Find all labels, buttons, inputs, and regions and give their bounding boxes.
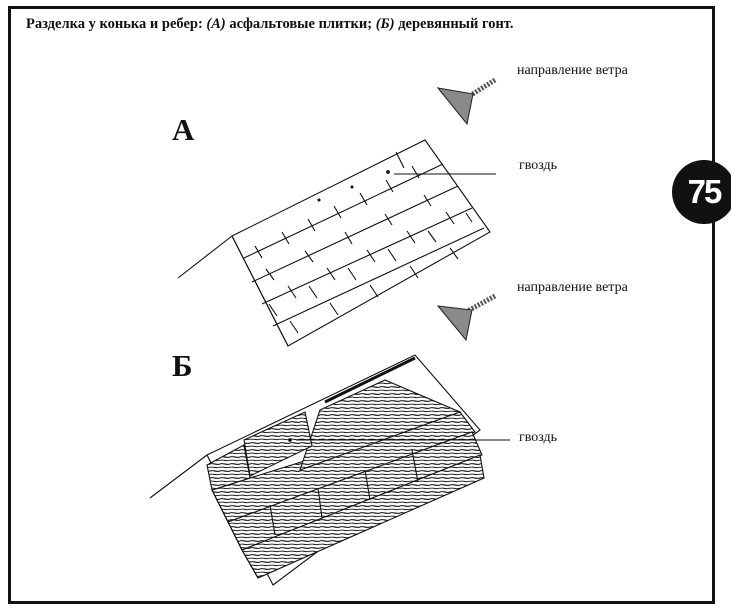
wind-arrow-a <box>436 77 497 126</box>
roof-a-edge <box>231 235 289 347</box>
roof-a-top-cap-seam <box>395 151 405 169</box>
roof-a-nail-dot <box>350 185 354 189</box>
caption-a-tag: (А) <box>206 16 226 32</box>
page-number-badge: 75 <box>672 160 731 224</box>
roof-b-nail-dot <box>288 438 292 442</box>
figure-a-roof <box>177 139 496 347</box>
roof-b-ridge-left <box>149 454 208 499</box>
figure-b-roof <box>149 354 510 586</box>
caption-a-text: асфальтовые плитки; <box>225 16 376 32</box>
caption-main: Разделка у конька и ребер: <box>26 16 207 32</box>
roof-a-seams-row-2 <box>287 211 455 299</box>
roof-a-seams-row-4 <box>289 247 459 334</box>
wind-arrow-b <box>436 293 497 342</box>
roof-a-seams-row-3 <box>268 212 473 317</box>
roof-b-shingle-upper <box>299 379 462 471</box>
roof-a-row-line-2 <box>251 185 459 283</box>
roof-a-ridge-left <box>177 235 233 279</box>
caption-b-text: деревянный гонт. <box>394 16 514 32</box>
roof-a-seams-row-1 <box>265 194 432 281</box>
roof-a-row-line-4 <box>272 227 485 327</box>
figure-caption: Разделка у конька и ребер: (А) асфальтов… <box>26 16 513 33</box>
roof-a-row-line-3 <box>261 207 473 305</box>
wind-label-a: направление ветра <box>517 63 628 78</box>
figure-a-letter: А <box>172 112 195 147</box>
page-number: 75 <box>687 173 723 210</box>
roof-a-ridge-cap-seams <box>254 165 420 259</box>
roof-b-cap-2 <box>243 411 313 477</box>
caption-b-tag: (Б) <box>375 16 395 32</box>
nail-label-b: гвоздь <box>519 430 558 445</box>
roof-b-ridge-board <box>324 356 416 404</box>
roof-b-edge <box>211 489 259 579</box>
roof-a-row-line-1 <box>243 163 444 259</box>
figure-b-letter: Б <box>172 348 193 383</box>
nail-label-a: гвоздь <box>519 158 558 173</box>
roof-a-nail-dot <box>386 170 390 174</box>
roof-a-nail-dot <box>317 198 321 202</box>
wind-label-b: направление ветра <box>517 280 628 295</box>
roof-b-cap-1 <box>206 444 251 491</box>
roof-b-seams <box>269 449 419 536</box>
